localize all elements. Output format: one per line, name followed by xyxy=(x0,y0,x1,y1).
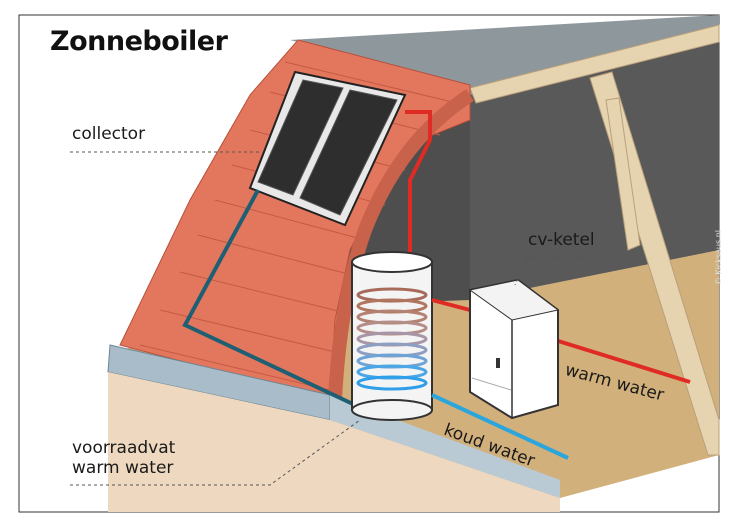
ceiling-slope xyxy=(290,15,719,95)
heat-coil xyxy=(356,287,428,391)
tank-to-ketel-pipe xyxy=(431,298,471,312)
cv-ketel-panel-line xyxy=(471,377,512,391)
credit-text: © Kicksaus.nl xyxy=(714,230,723,286)
tank-bottom xyxy=(351,399,433,421)
tank-top xyxy=(351,251,433,273)
cross-beam xyxy=(605,97,641,251)
cv-ketel-label: cv-ketel xyxy=(528,230,595,250)
collector-panel-left xyxy=(257,79,344,196)
house-wall xyxy=(108,372,560,512)
voorraadvat-label-line2: warm water xyxy=(72,458,174,478)
collector-hot-pipe xyxy=(405,110,432,270)
collector-panel-right xyxy=(299,89,398,216)
warm-water-pipe xyxy=(554,338,691,384)
voorraadvat-label-line1: voorraadvat xyxy=(72,438,176,458)
cv-ketel-indicator xyxy=(496,358,500,368)
collector-label: collector xyxy=(72,124,146,144)
collector-return-pipe xyxy=(182,189,356,407)
cold-water-pipe xyxy=(431,393,569,460)
voorraadvat-leader xyxy=(70,419,361,486)
diagram-title: Zonneboiler xyxy=(50,26,228,57)
cv-ketel-leader xyxy=(514,256,600,286)
ridge-beam xyxy=(469,24,720,104)
cv-ketel-top xyxy=(468,279,560,321)
